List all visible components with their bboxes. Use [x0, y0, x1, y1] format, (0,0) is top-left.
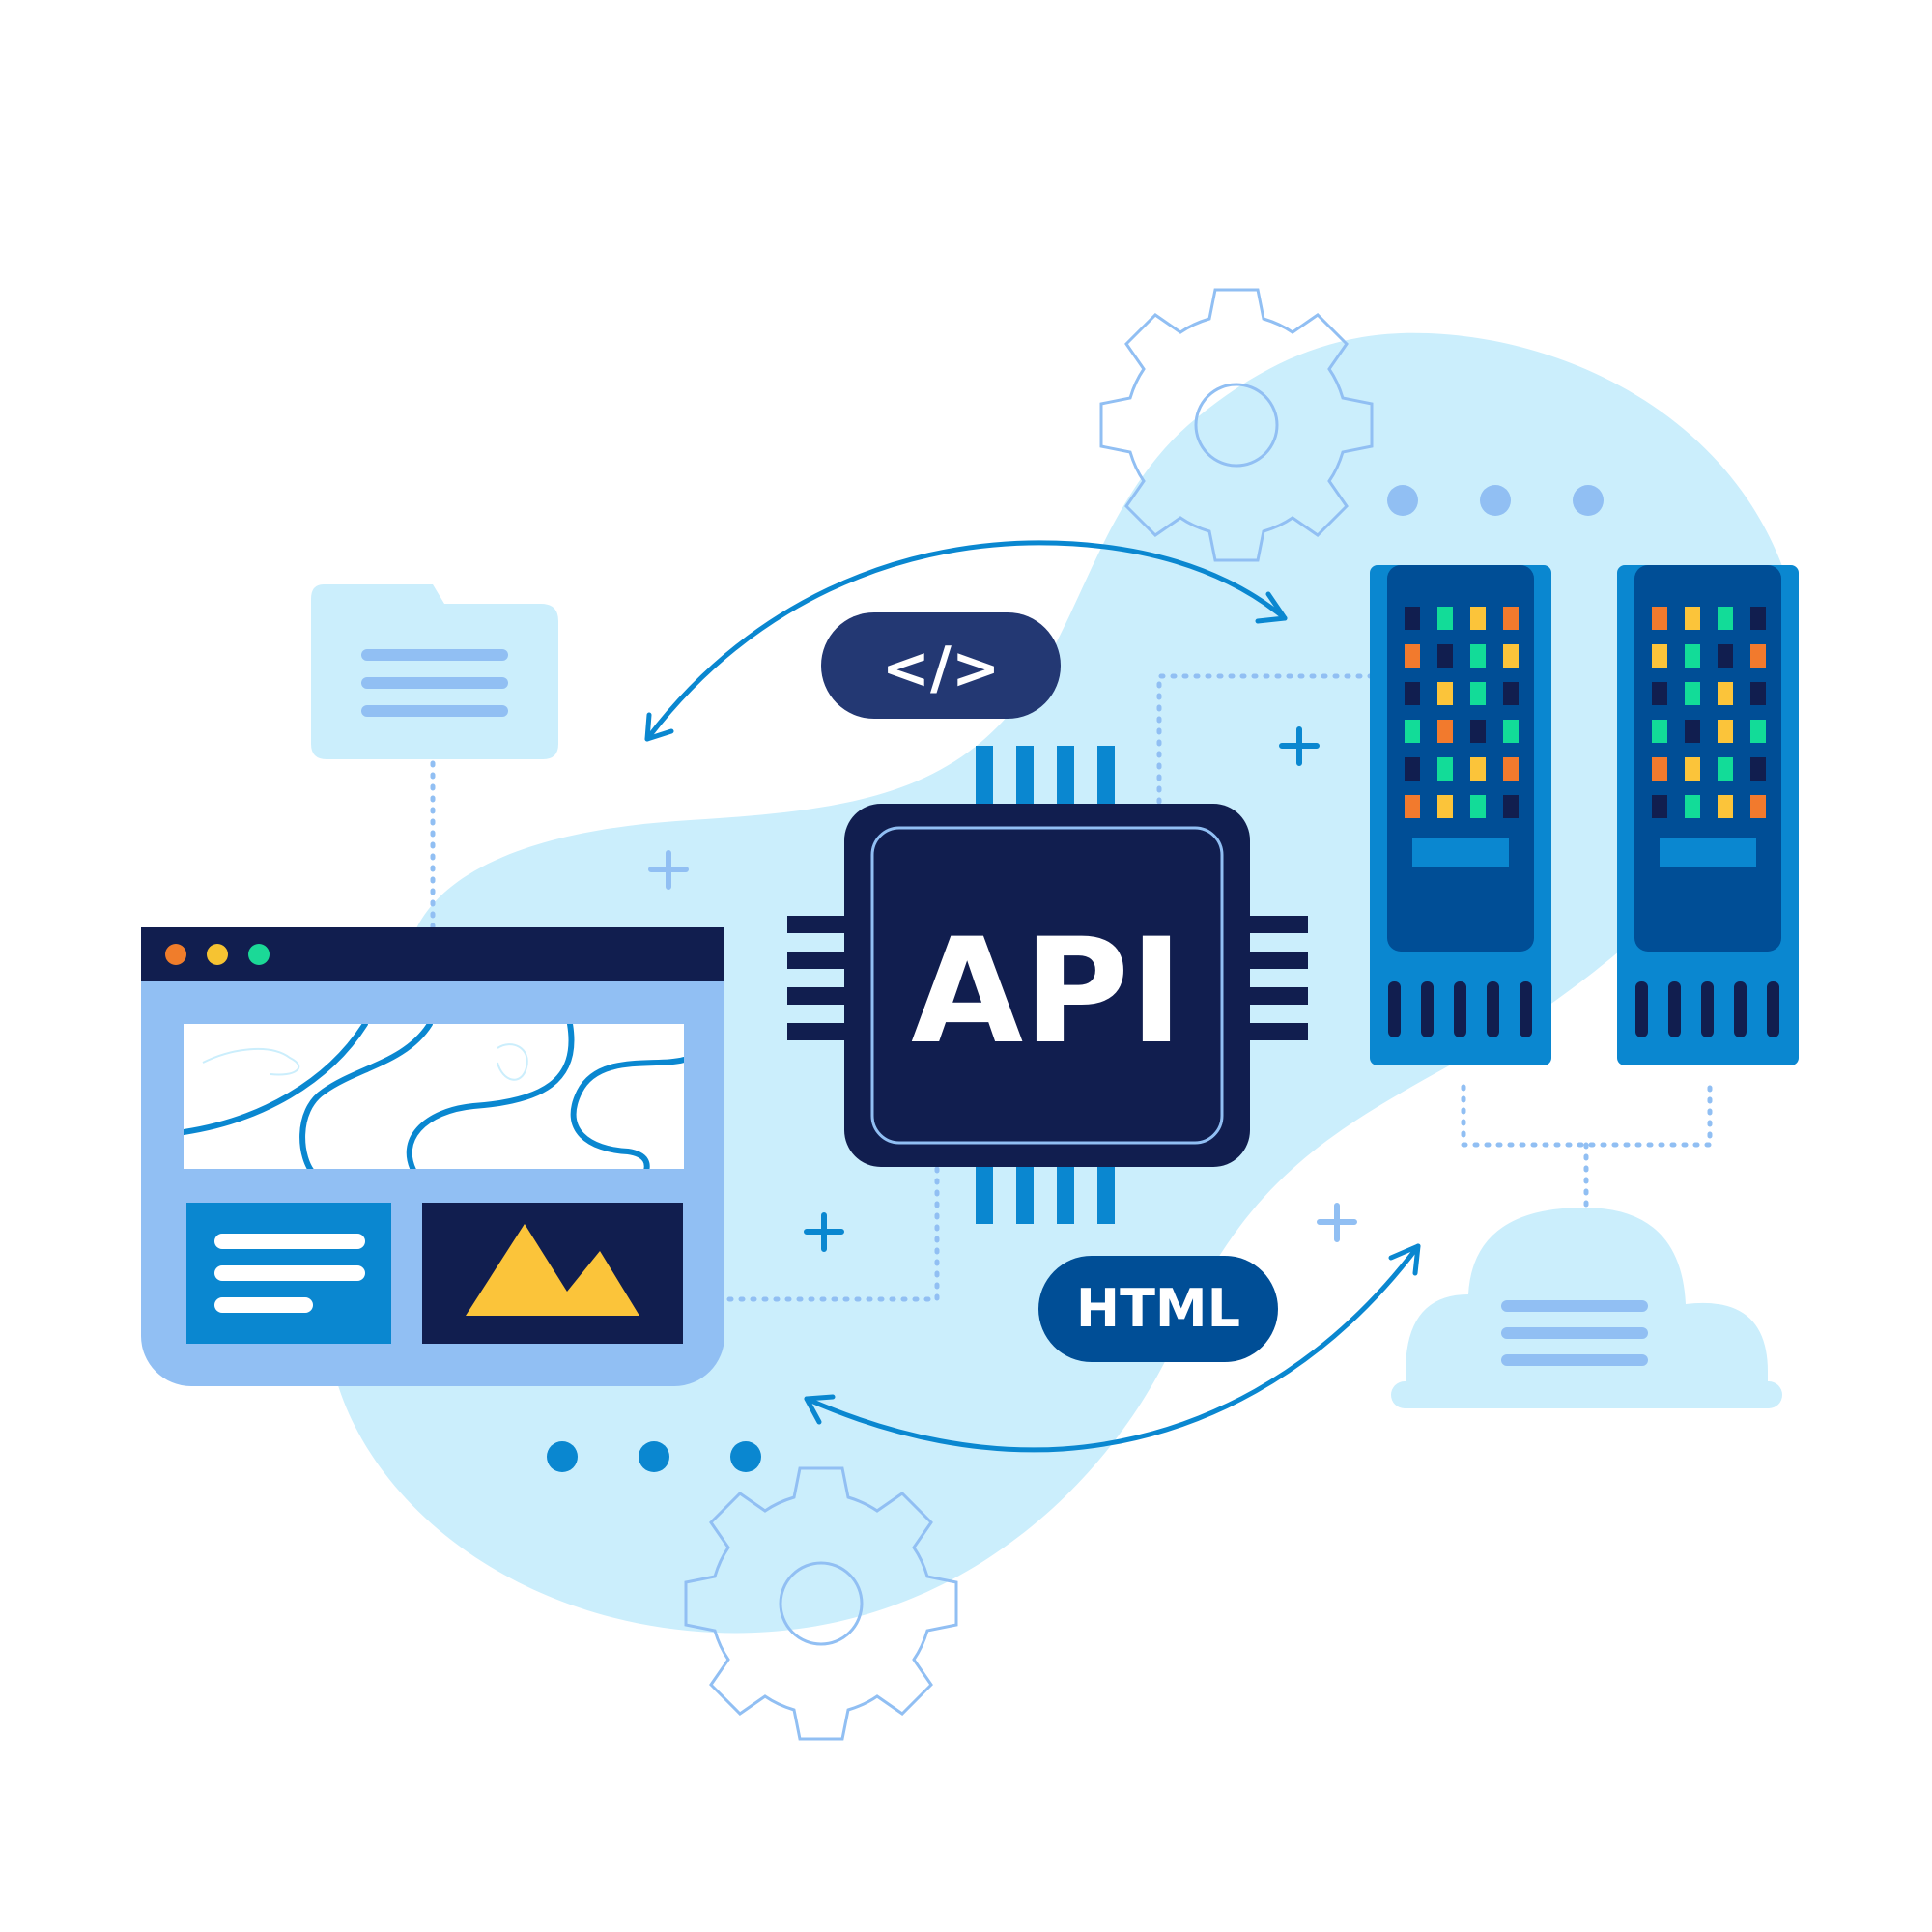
server-led: [1437, 720, 1453, 743]
arrow-top: [644, 540, 1288, 742]
code-icon: </>: [882, 635, 1000, 702]
browser-window: [141, 927, 724, 1386]
plus-icon: [804, 1212, 844, 1252]
chip-side-pins: [787, 916, 1308, 1040]
html-badge-label: HTML: [1076, 1278, 1240, 1339]
dots-bottom-left: [547, 1441, 761, 1472]
server-led: [1652, 795, 1667, 818]
server-led: [1750, 644, 1766, 668]
api-chip: API: [787, 746, 1308, 1224]
server-led: [1470, 644, 1486, 668]
server-led: [1750, 795, 1766, 818]
maximize-dot: [248, 944, 270, 965]
server-led: [1750, 682, 1766, 705]
text-panel: [186, 1203, 391, 1344]
server-left: [1370, 565, 1551, 1065]
mountain-image-icon: [466, 1224, 639, 1316]
image-panel: [422, 1203, 683, 1344]
server-led: [1685, 682, 1700, 705]
server-led: [1750, 757, 1766, 781]
server-led: [1503, 720, 1519, 743]
server-led: [1652, 720, 1667, 743]
server-led: [1750, 720, 1766, 743]
html-badge: HTML: [1038, 1256, 1278, 1362]
code-badge: </>: [821, 612, 1061, 719]
chip-label: API: [911, 908, 1183, 1076]
server-vents: [1388, 981, 1532, 1037]
close-dot: [165, 944, 186, 965]
server-led: [1718, 644, 1733, 668]
server-led: [1503, 757, 1519, 781]
arrow-bottom: [804, 1243, 1421, 1453]
server-led: [1652, 757, 1667, 781]
server-led: [1437, 757, 1453, 781]
server-led: [1652, 644, 1667, 668]
server-led: [1437, 795, 1453, 818]
server-led: [1750, 607, 1766, 630]
server-leds: [1405, 607, 1519, 818]
server-led: [1503, 795, 1519, 818]
server-led: [1685, 607, 1700, 630]
server-led: [1470, 607, 1486, 630]
server-led: [1437, 607, 1453, 630]
server-led: [1685, 757, 1700, 781]
gear-icon: [1099, 288, 1374, 562]
plus-icon: [1317, 1203, 1357, 1242]
minimize-dot: [207, 944, 228, 965]
server-vents: [1635, 981, 1779, 1037]
server-led: [1652, 607, 1667, 630]
server-led: [1718, 682, 1733, 705]
server-led: [1470, 720, 1486, 743]
server-led: [1503, 607, 1519, 630]
server-led: [1405, 757, 1420, 781]
server-led: [1718, 607, 1733, 630]
server-leds: [1652, 607, 1766, 818]
plus-icon: [648, 850, 689, 890]
server-led: [1718, 795, 1733, 818]
server-led: [1470, 757, 1486, 781]
server-led: [1685, 795, 1700, 818]
server-led: [1718, 720, 1733, 743]
plus-icon: [1279, 726, 1320, 766]
cloud-icon: [1391, 1208, 1782, 1408]
folder-icon: [311, 584, 558, 759]
server-led: [1405, 795, 1420, 818]
server-led: [1437, 644, 1453, 668]
server-led: [1652, 682, 1667, 705]
server-led: [1437, 682, 1453, 705]
server-right: [1617, 565, 1799, 1065]
dots-top-right: [1387, 485, 1604, 516]
server-led: [1470, 682, 1486, 705]
chip-pins: [976, 746, 1115, 1224]
server-led: [1503, 682, 1519, 705]
server-led: [1503, 644, 1519, 668]
server-led: [1405, 607, 1420, 630]
map-panel: [184, 1024, 684, 1169]
server-led: [1685, 644, 1700, 668]
server-led: [1685, 720, 1700, 743]
server-led: [1405, 682, 1420, 705]
server-led: [1470, 795, 1486, 818]
server-led: [1405, 720, 1420, 743]
server-led: [1718, 757, 1733, 781]
server-led: [1405, 644, 1420, 668]
gear-icon: [684, 1466, 958, 1741]
window-controls: [165, 944, 270, 965]
